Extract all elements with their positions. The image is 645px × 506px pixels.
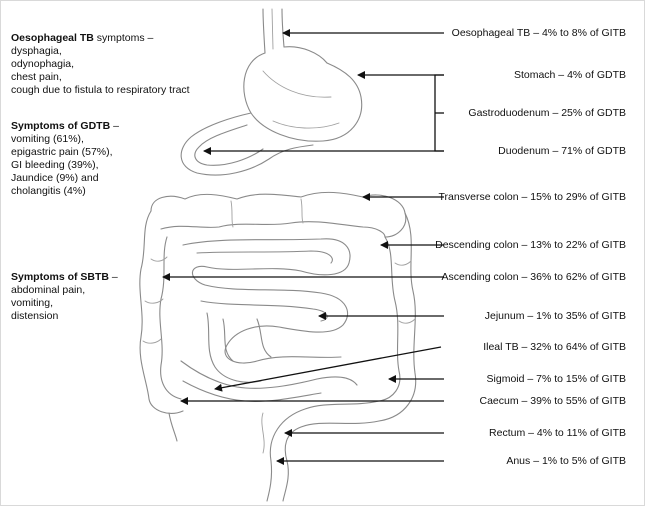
symptom-item: distension bbox=[11, 310, 171, 323]
sbtb-symptoms-title: Symptoms of SBTB bbox=[11, 271, 109, 283]
label-anus: Anus – 1% to 5% of GITB bbox=[506, 455, 626, 468]
oesophageal-symptoms-suffix: symptoms – bbox=[94, 32, 154, 44]
label-sigmoid: Sigmoid – 7% to 15% of GITB bbox=[487, 373, 626, 386]
label-ascending-colon: Ascending colon – 36% to 62% of GITB bbox=[442, 271, 626, 284]
pointer-arrows bbox=[163, 33, 444, 461]
stomach-sketch bbox=[244, 47, 362, 142]
oesophageal-symptoms-list: dysphagia, odynophagia, chest pain, coug… bbox=[11, 45, 251, 97]
duodenum-sketch bbox=[181, 113, 313, 175]
label-transverse-colon: Transverse colon – 15% to 29% of GITB bbox=[438, 191, 626, 204]
gdtb-symptoms: Symptoms of GDTB – vomiting (61%), epiga… bbox=[11, 120, 171, 198]
symptom-item: chest pain, bbox=[11, 71, 251, 84]
symptom-item: vomiting (61%), bbox=[11, 133, 171, 146]
oesophagus-sketch bbox=[263, 9, 284, 53]
symptom-item: Jaundice (9%) and bbox=[11, 172, 171, 185]
symptom-item: cough due to fistula to respiratory trac… bbox=[11, 84, 251, 97]
symptom-item: GI bleeding (39%), bbox=[11, 159, 171, 172]
gdtb-symptoms-suffix: – bbox=[110, 120, 119, 132]
symptom-item: vomiting, bbox=[11, 297, 171, 310]
oesophageal-symptoms-heading: Oesophageal TB symptoms – bbox=[11, 32, 251, 45]
symptom-item: epigastric pain (57%), bbox=[11, 146, 171, 159]
label-gastroduodenum: Gastroduodenum – 25% of GDTB bbox=[468, 107, 626, 120]
sbtb-symptoms-heading: Symptoms of SBTB – bbox=[11, 271, 171, 284]
oesophageal-tb-symptoms: Oesophageal TB symptoms – dysphagia, ody… bbox=[11, 32, 251, 97]
gdtb-symptoms-heading: Symptoms of GDTB – bbox=[11, 120, 171, 133]
symptom-item: cholangitis (4%) bbox=[11, 185, 171, 198]
symptom-item: dysphagia, bbox=[11, 45, 251, 58]
rectum-sketch bbox=[262, 401, 379, 501]
symptom-item: abdominal pain, bbox=[11, 284, 171, 297]
gdtb-symptoms-list: vomiting (61%), epigastric pain (57%), G… bbox=[11, 133, 171, 198]
appendix-sketch bbox=[169, 413, 177, 441]
sbtb-symptoms-suffix: – bbox=[109, 271, 118, 283]
symptom-item: odynophagia, bbox=[11, 58, 251, 71]
label-ileal-tb: Ileal TB – 32% to 64% of GITB bbox=[483, 341, 626, 354]
small-intestine-sketch bbox=[181, 239, 357, 402]
label-rectum: Rectum – 4% to 11% of GITB bbox=[489, 427, 626, 440]
label-caecum: Caecum – 39% to 55% of GITB bbox=[480, 395, 627, 408]
gdtb-symptoms-title: Symptoms of GDTB bbox=[11, 120, 110, 132]
label-duodenum: Duodenum – 71% of GDTB bbox=[498, 145, 626, 158]
label-descending-colon: Descending colon – 13% to 22% of GITB bbox=[435, 239, 626, 252]
label-oesophageal-tb: Oesophageal TB – 4% to 8% of GITB bbox=[452, 27, 626, 40]
sbtb-symptoms: Symptoms of SBTB – abdominal pain, vomit… bbox=[11, 271, 171, 323]
oesophageal-symptoms-title: Oesophageal TB bbox=[11, 32, 94, 44]
label-jejunum: Jejunum – 1% to 35% of GITB bbox=[485, 310, 626, 323]
label-stomach: Stomach – 4% of GDTB bbox=[514, 69, 626, 82]
arrow-ileal bbox=[215, 347, 441, 389]
sbtb-symptoms-list: abdominal pain, vomiting, distension bbox=[11, 284, 171, 323]
